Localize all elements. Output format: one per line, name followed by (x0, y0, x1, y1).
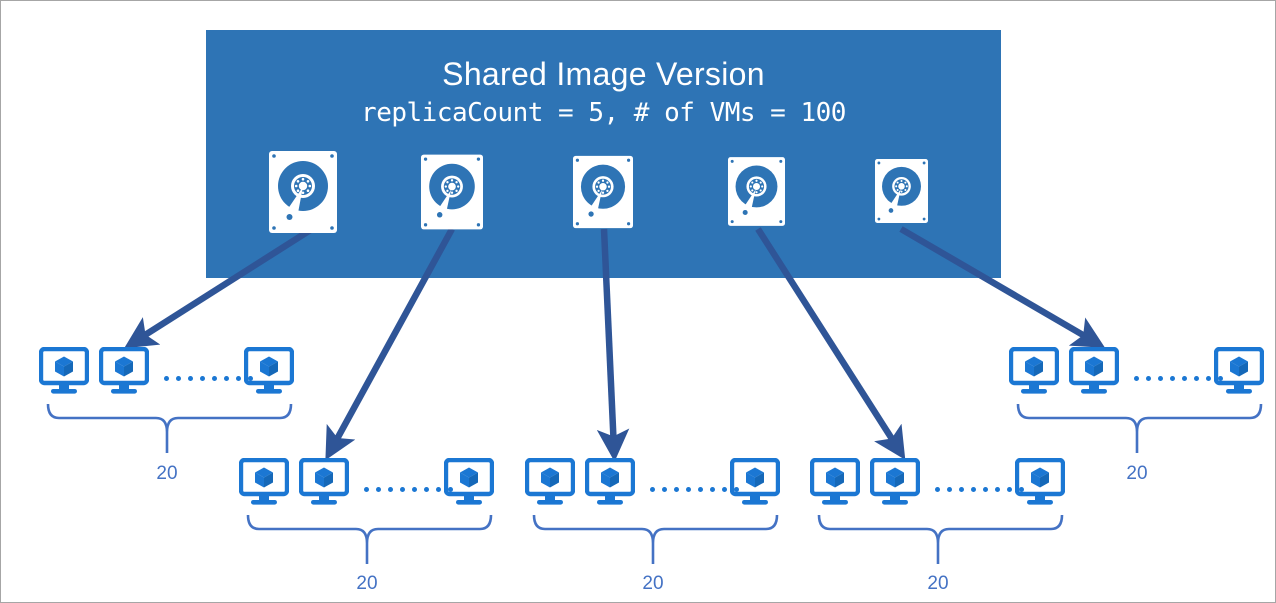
brace-group-4 (817, 514, 1064, 544)
hard-disk-icon (728, 155, 785, 228)
virtual-machine-icon (238, 457, 290, 513)
virtual-machine-icon (1008, 346, 1060, 402)
hard-disk-icon (269, 151, 337, 233)
arrow-replica-2 (325, 227, 455, 461)
hard-disk-icon (573, 154, 633, 230)
virtual-machine-icon (729, 457, 781, 513)
virtual-machine-icon (243, 346, 295, 402)
page-subtitle: replicaCount = 5, # of VMs = 100 (361, 98, 846, 128)
vm-ellipsis (164, 376, 253, 381)
virtual-machine-icon (1014, 457, 1066, 513)
virtual-machine-icon (524, 457, 576, 513)
vm-ellipsis (650, 487, 739, 492)
arrow-replica-1 (124, 226, 314, 349)
brace-group-2 (246, 514, 493, 544)
brace-group-1 (46, 403, 293, 433)
virtual-machine-icon (38, 346, 90, 402)
vm-group-count-label: 20 (927, 573, 949, 594)
vm-ellipsis (364, 487, 453, 492)
arrow-replica-4 (755, 227, 906, 460)
arrow-replica-5 (899, 226, 1106, 348)
vm-ellipsis (935, 487, 1024, 492)
virtual-machine-icon (809, 457, 861, 513)
virtual-machine-icon (298, 457, 350, 513)
virtual-machine-icon (98, 346, 150, 402)
arrow-replica-3 (596, 228, 630, 462)
virtual-machine-icon (1213, 346, 1265, 402)
brace-group-5 (1016, 403, 1263, 433)
virtual-machine-icon (1068, 346, 1120, 402)
virtual-machine-icon (869, 457, 921, 513)
brace-group-3 (532, 514, 779, 544)
vm-group-count-label: 20 (356, 573, 378, 594)
vm-group-count-label: 20 (1126, 463, 1148, 484)
vm-group-count-label: 20 (156, 463, 178, 484)
virtual-machine-icon (584, 457, 636, 513)
hard-disk-icon (875, 156, 928, 226)
vm-group-count-label: 20 (642, 573, 664, 594)
page-title: Shared Image Version (442, 56, 765, 92)
virtual-machine-icon (443, 457, 495, 513)
vm-ellipsis (1134, 376, 1223, 381)
hard-disk-icon (421, 153, 483, 231)
